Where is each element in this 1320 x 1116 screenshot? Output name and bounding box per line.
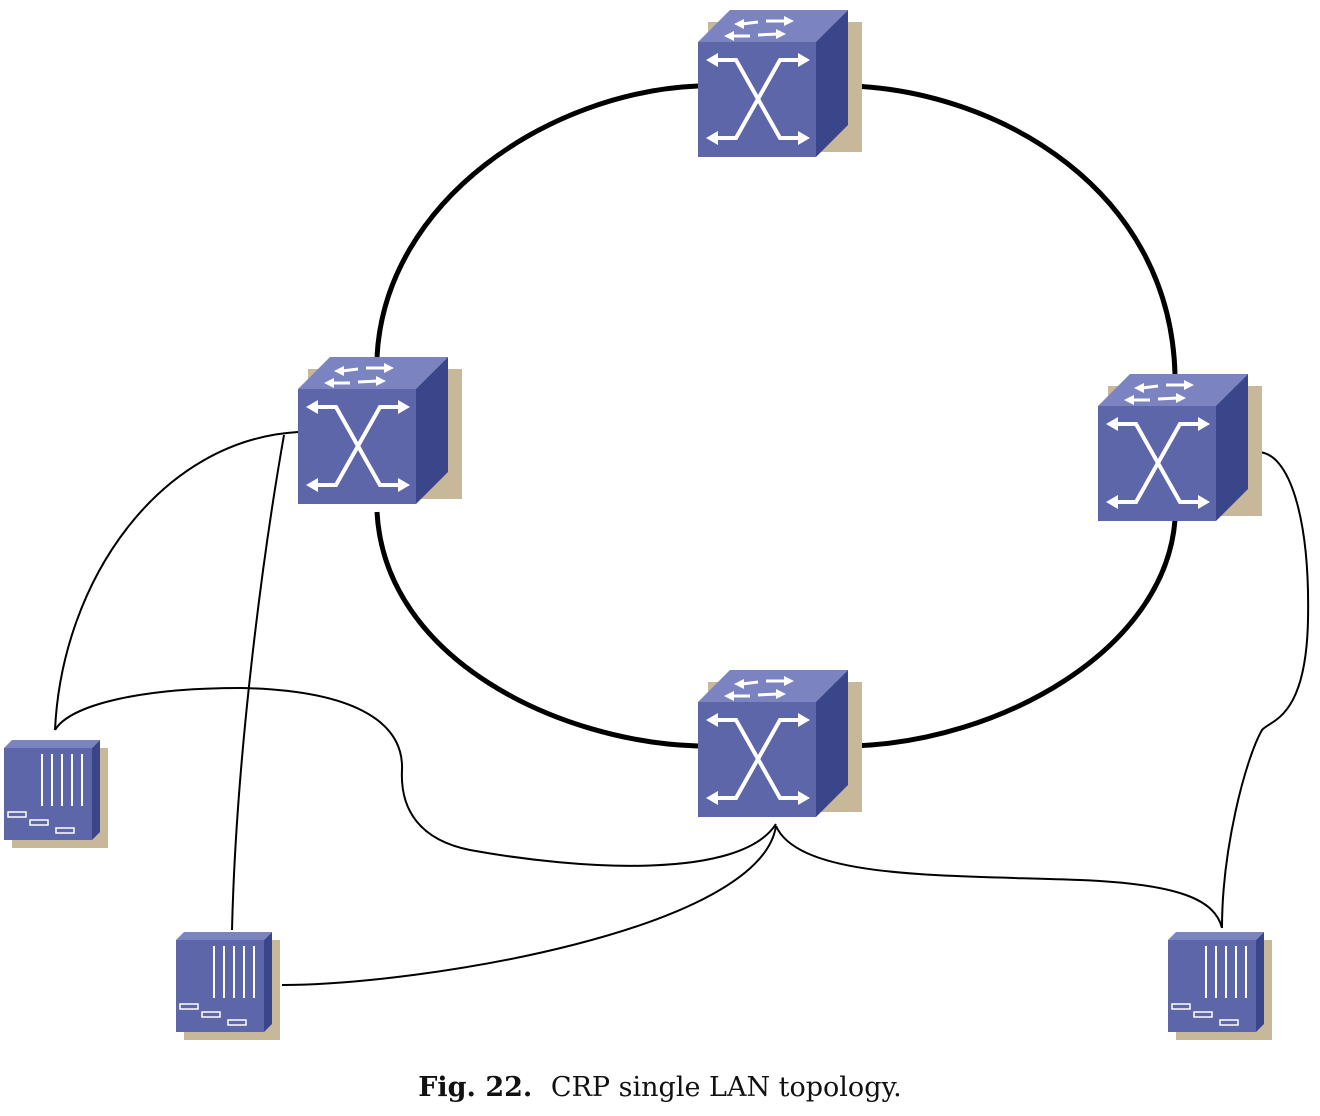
access-link-switch-bottom-to-end-device-bottom-right bbox=[775, 825, 1223, 929]
access-link-switch-left-to-end-device-left bbox=[54, 431, 299, 731]
ring-link-switch-bottom-to-switch-left bbox=[374, 511, 699, 749]
access-link-switch-bottom-to-end-device-bottom-left bbox=[281, 825, 777, 986]
switch-right-switch-icon bbox=[1096, 372, 1264, 523]
ring-link-switch-left-to-switch-top bbox=[374, 83, 699, 358]
switch-left-switch-icon bbox=[296, 355, 464, 506]
switch-bottom-switch-icon bbox=[696, 668, 864, 819]
end-device-left-device-icon bbox=[3, 739, 109, 849]
ring-link-switch-top-to-switch-right bbox=[851, 83, 1178, 375]
end-device-bottom-right-device-icon bbox=[1167, 931, 1273, 1041]
end-device-bottom-left-device-icon bbox=[175, 931, 281, 1041]
caption-text: CRP single LAN topology. bbox=[550, 1072, 902, 1103]
figure-caption: Fig. 22. CRP single LAN topology. bbox=[0, 1072, 1320, 1103]
ring-link-switch-right-to-switch-bottom bbox=[851, 519, 1178, 749]
topology-diagram bbox=[3, 8, 1310, 1041]
access-link-switch-bottom-to-end-device-left bbox=[54, 686, 777, 867]
switch-top-switch-icon bbox=[696, 8, 864, 159]
caption-label: Fig. 22. bbox=[418, 1072, 533, 1103]
access-link-switch-right-to-end-device-bottom-right bbox=[1221, 450, 1310, 929]
access-link-switch-left-to-end-device-bottom-left bbox=[231, 434, 285, 931]
